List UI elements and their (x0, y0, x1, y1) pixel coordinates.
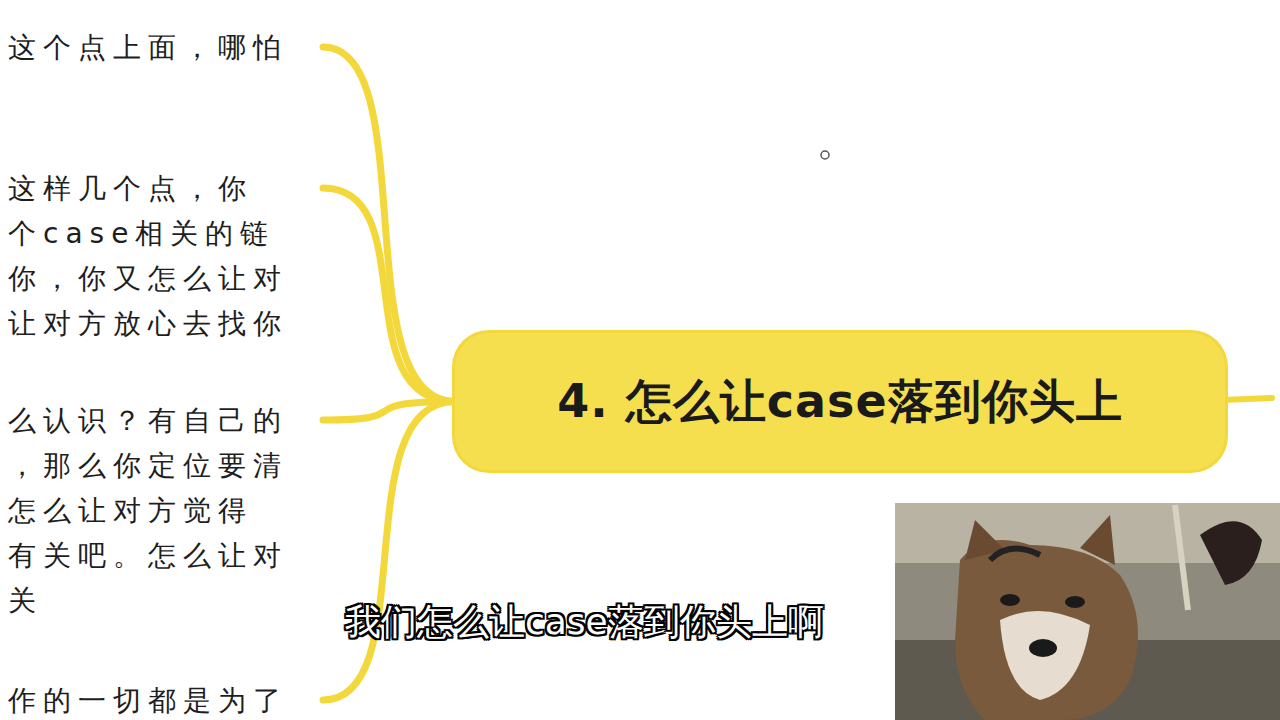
topic-title: 4. 怎么让case落到你头上 (557, 371, 1122, 433)
branch-text: 么认识？有自己的 ，那么你定位要清 怎么让对方觉得 有关吧。怎么让对 关 (8, 398, 323, 623)
branch-text: 作的一切都是为了 (8, 678, 323, 720)
branch-note: 这个点上面，哪怕 (8, 25, 323, 70)
branch-line (323, 188, 455, 402)
central-topic: 4. 怎么让case落到你头上 (455, 333, 1225, 470)
dot (821, 151, 829, 159)
branch-note: 作的一切都是为了 (8, 678, 323, 720)
branch-stub (1222, 398, 1272, 400)
branch-note: 么认识？有自己的 ，那么你定位要清 怎么让对方觉得 有关吧。怎么让对 关 (8, 398, 323, 623)
webcam-image (895, 503, 1280, 720)
branch-line (323, 47, 455, 402)
branch-note: 这样几个点，你 个case相关的链 你，你又怎么让对 让对方放心去找你 (8, 166, 323, 346)
subtitle: 我们怎么让case落到你头上啊 (345, 598, 824, 647)
branch-text: 这个点上面，哪怕 (8, 25, 323, 70)
branch-line (323, 402, 455, 701)
branch-text: 这样几个点，你 个case相关的链 你，你又怎么让对 让对方放心去找你 (8, 166, 323, 346)
